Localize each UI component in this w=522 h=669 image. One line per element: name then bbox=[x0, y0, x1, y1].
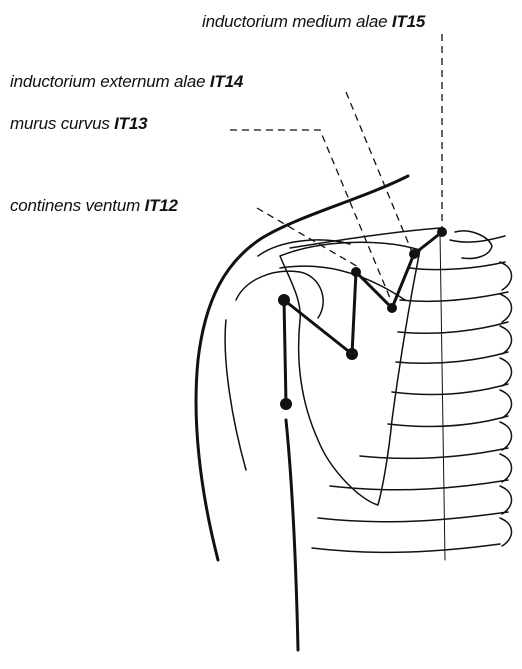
vertebra bbox=[500, 390, 512, 418]
vertebra bbox=[500, 262, 512, 290]
label-it14: inductorium externum alae IT14 bbox=[10, 72, 243, 92]
vertebra bbox=[500, 294, 512, 322]
label-it13: murus curvus IT13 bbox=[10, 114, 147, 134]
humerus-shaft bbox=[225, 320, 246, 470]
rib bbox=[410, 262, 505, 270]
spine-line bbox=[440, 232, 445, 560]
label-it14-code: IT14 bbox=[210, 72, 243, 91]
label-it15-name: inductorium medium alae bbox=[202, 12, 387, 31]
label-it12-code: IT12 bbox=[145, 196, 178, 215]
scapula-outline bbox=[280, 242, 420, 505]
label-it12-name: continens ventum bbox=[10, 196, 140, 215]
vertebra bbox=[500, 326, 512, 354]
label-it12: continens ventum IT12 bbox=[10, 196, 178, 216]
point-it15 bbox=[437, 227, 447, 237]
rib bbox=[392, 384, 508, 394]
point-it13 bbox=[387, 303, 397, 313]
point-arm bbox=[280, 398, 292, 410]
rib bbox=[398, 322, 508, 333]
label-it13-name: murus curvus bbox=[10, 114, 110, 133]
leader-it14 bbox=[346, 92, 412, 252]
humerus-head bbox=[236, 271, 323, 318]
rib bbox=[330, 480, 508, 490]
point-it12 bbox=[351, 267, 361, 277]
rib bbox=[450, 236, 505, 242]
vertebra bbox=[455, 231, 492, 259]
vertebra bbox=[500, 486, 512, 514]
point-lower bbox=[346, 348, 358, 360]
point-upper-arm bbox=[278, 294, 290, 306]
arm-contour bbox=[286, 420, 298, 650]
label-it14-name: inductorium externum alae bbox=[10, 72, 205, 91]
rib bbox=[318, 512, 508, 522]
rib bbox=[388, 416, 508, 426]
rib bbox=[396, 352, 508, 363]
rib bbox=[312, 544, 500, 552]
label-it15: inductorium medium alae IT15 bbox=[202, 12, 425, 32]
vertebra bbox=[500, 358, 512, 386]
label-it15-code: IT15 bbox=[392, 12, 425, 31]
rib bbox=[400, 292, 508, 301]
vertebra bbox=[500, 422, 512, 450]
vertebra bbox=[500, 454, 512, 482]
vertebra bbox=[500, 518, 512, 546]
point-it14 bbox=[409, 249, 419, 259]
rib bbox=[360, 448, 508, 458]
label-it13-code: IT13 bbox=[114, 114, 147, 133]
